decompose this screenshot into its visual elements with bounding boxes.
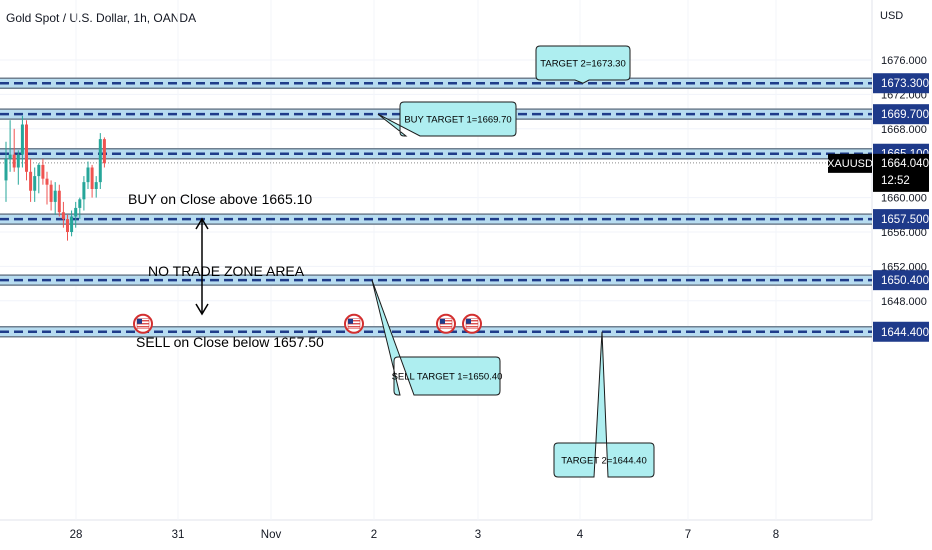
y-tick-label: 1656.000	[881, 227, 927, 239]
candle-body	[37, 164, 41, 177]
candle-body	[53, 190, 57, 202]
candle-body	[20, 124, 24, 155]
target-callout: TARGET 2=1673.30	[535, 45, 631, 84]
candle-body	[16, 154, 20, 168]
level-label-box	[873, 321, 929, 342]
candle-body	[102, 139, 106, 164]
candle-body	[98, 139, 102, 183]
x-tick-label: 2	[371, 529, 377, 541]
symbol-price-tag: XAUUSD 1664.040 12:52	[827, 153, 929, 192]
us-flag-icon	[436, 313, 456, 334]
x-tick-label: 4	[577, 529, 584, 541]
level-label: 1673.300	[881, 78, 929, 90]
us-flag-icon	[344, 313, 364, 334]
candle-body	[29, 171, 33, 191]
level-label: 1657.500	[881, 214, 929, 226]
candle-body	[4, 158, 8, 181]
x-tick-label: 8	[773, 529, 779, 541]
level-label: 1650.400	[881, 275, 929, 287]
x-tick-label: 31	[172, 529, 185, 541]
callout-text: TARGET 2=1673.30	[540, 59, 625, 70]
target-callout: TARGET 2=1644.40	[553, 331, 655, 478]
candle-body	[78, 199, 82, 208]
candle-body	[90, 167, 94, 189]
target-callout: BUY TARGET 1=1669.70	[377, 101, 517, 137]
last-price-label: 1664.040	[881, 158, 929, 170]
candle-body	[94, 182, 98, 189]
callout-box	[535, 45, 631, 84]
candle-body	[33, 176, 37, 191]
countdown-label: 12:52	[881, 175, 910, 187]
flag-canton	[137, 318, 142, 324]
y-tick-label: 1676.000	[881, 55, 927, 67]
candle-body	[8, 154, 12, 159]
currency-label: USD	[880, 10, 904, 22]
us-flag-icon	[133, 313, 153, 334]
level-label-box	[873, 73, 929, 94]
callout-box	[377, 101, 517, 137]
x-tick-label: 3	[475, 529, 481, 541]
us-flag-icon	[462, 313, 482, 334]
level-label-box	[873, 270, 929, 291]
candle-body	[49, 184, 53, 202]
y-tick-label: 1668.000	[881, 124, 927, 136]
level-label-box	[873, 209, 929, 230]
callout-text: SELL TARGET 1=1650.40	[392, 372, 503, 383]
y-tick-label: 1648.000	[881, 296, 927, 308]
callout-text: TARGET 2=1644.40	[561, 456, 646, 467]
target-callout: SELL TARGET 1=1650.40	[371, 279, 503, 396]
flag-canton	[348, 318, 353, 324]
sell-annotation: SELL on Close below 1657.50	[136, 334, 324, 350]
x-tick-label: 7	[685, 529, 691, 541]
callout-text: BUY TARGET 1=1669.70	[404, 115, 511, 126]
flag-canton	[466, 318, 471, 324]
x-tick-label: Nov	[261, 529, 282, 541]
no-trade-annotation: NO TRADE ZONE AREA	[148, 263, 305, 279]
buy-annotation: BUY on Close above 1665.10	[128, 191, 312, 207]
level-label-box	[873, 104, 929, 125]
candle-body	[70, 216, 74, 232]
candle-body	[57, 190, 61, 213]
candle-body	[66, 219, 69, 232]
level-label: 1669.700	[881, 109, 929, 121]
callout-box	[371, 279, 501, 396]
candle-body	[45, 178, 49, 185]
candle-body	[74, 207, 78, 217]
candle-body	[25, 124, 28, 172]
no-trade-zone-arrow	[195, 217, 209, 316]
candle-body	[82, 182, 86, 200]
candle-body	[12, 154, 16, 168]
x-tick-label: 28	[70, 529, 83, 541]
y-tick-label: 1660.000	[881, 193, 927, 205]
candle-body	[61, 212, 65, 220]
candle-body	[86, 167, 90, 183]
candle-body	[41, 164, 45, 179]
callout-box	[553, 331, 655, 478]
chart-title: Gold Spot / U.S. Dollar, 1h, OANDA	[6, 11, 197, 25]
flag-canton	[440, 318, 445, 324]
level-label: 1644.400	[881, 327, 929, 339]
symbol-tag: XAUUSD	[827, 158, 873, 170]
